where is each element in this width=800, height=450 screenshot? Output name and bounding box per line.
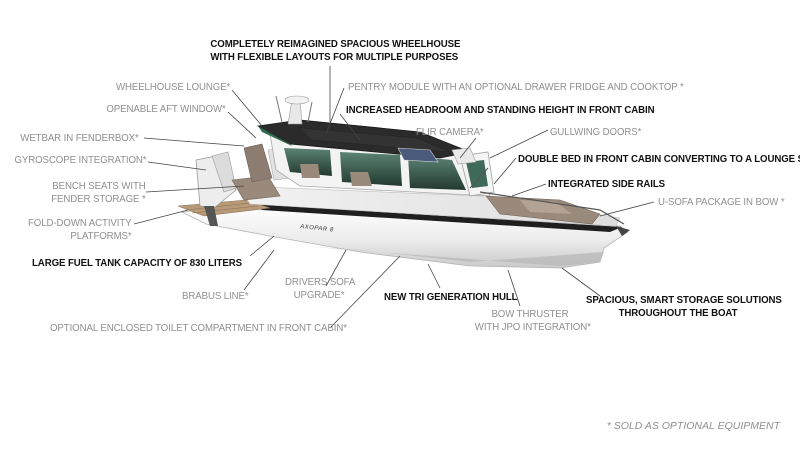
cabin-window-3 xyxy=(408,156,466,190)
label-u-sofa: U-SOFA PACKAGE IN BOW * xyxy=(658,196,785,208)
label-wheelhouse-lounge: WHEELHOUSE LOUNGE* xyxy=(115,81,230,93)
hull-stripe xyxy=(250,204,622,232)
label-double-bed: DOUBLE BED IN FRONT CABIN CONVERTING TO … xyxy=(518,153,800,165)
label-hull: NEW TRI GENERATION HULL xyxy=(384,291,518,303)
label-toilet: OPTIONAL ENCLOSED TOILET COMPARTMENT IN … xyxy=(50,322,347,334)
label-fold-down-platforms: FOLD-DOWN ACTIVITY PLATFORMS* xyxy=(28,217,132,242)
cabin-window-2 xyxy=(340,152,402,186)
label-flir-camera: FLIR CAMERA* xyxy=(416,126,484,138)
label-drivers-sofa: DRIVERS SOFA UPGRADE* xyxy=(284,276,356,301)
solar-panel xyxy=(397,147,439,163)
cabin-window-1 xyxy=(284,148,332,176)
label-brabus-line: BRABUS LINE* xyxy=(182,290,249,302)
label-bow-thruster: BOW THRUSTER WITH JPO INTEGRATION* xyxy=(474,308,591,333)
label-wheelhouse: COMPLETELY REIMAGINED SPACIOUS WHEELHOUS… xyxy=(210,38,461,63)
label-openable-aft-window: OPENABLE AFT WINDOW* xyxy=(106,103,226,115)
label-fuel-tank: LARGE FUEL TANK CAPACITY OF 830 LITERS xyxy=(32,257,242,269)
hull-shadow xyxy=(300,246,604,266)
label-bench-seats: BENCH SEATS WITH FENDER STORAGE * xyxy=(51,180,147,205)
side-rails xyxy=(479,191,625,225)
radar-mast xyxy=(275,95,313,125)
label-wetbar: WETBAR IN FENDERBOX* xyxy=(20,132,139,144)
hull-model-text: AXOPAR 8 xyxy=(299,224,334,234)
leader-lines xyxy=(133,66,655,329)
label-storage: SPACIOUS, SMART STORAGE SOLUTIONS THROUG… xyxy=(586,294,782,319)
label-headroom: INCREASED HEADROOM AND STANDING HEIGHT I… xyxy=(346,104,655,116)
label-side-rails: INTEGRATED SIDE RAILS xyxy=(548,178,666,190)
label-pentry: PENTRY MODULE WITH AN OPTIONAL DRAWER FR… xyxy=(348,81,684,93)
label-gyroscope: GYROSCOPE INTEGRATION* xyxy=(14,154,146,166)
optional-equipment-footnote: * SOLD AS OPTIONAL EQUIPMENT xyxy=(606,420,780,432)
label-gullwing-doors: GULLWING DOORS* xyxy=(550,126,642,138)
